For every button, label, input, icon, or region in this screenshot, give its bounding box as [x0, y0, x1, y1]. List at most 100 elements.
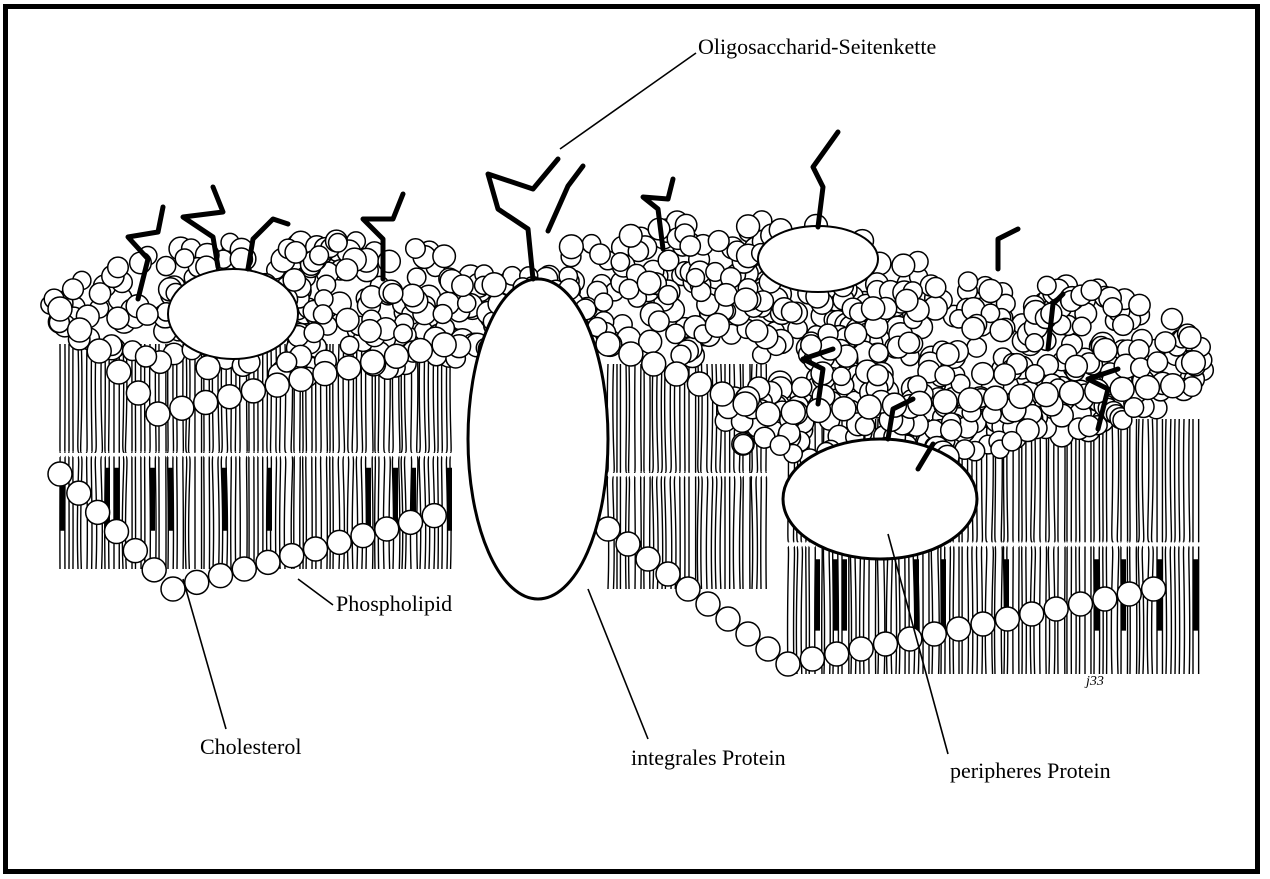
lipid-tail: [617, 364, 621, 472]
phospholipid-head: [619, 342, 643, 366]
phospholipid-head: [336, 259, 358, 281]
phospholipid-head: [289, 367, 313, 391]
phospholipid-head: [285, 242, 306, 263]
phospholipid-head: [327, 530, 351, 554]
lipid-tail: [644, 364, 650, 472]
cholesterol-molecule: [842, 559, 847, 630]
phospholipid-head: [68, 318, 92, 342]
phospholipid-head: [452, 275, 473, 296]
phospholipid-head: [832, 367, 850, 385]
lipid-tail: [1165, 419, 1171, 542]
phospholipid-head: [399, 510, 423, 534]
lipid-tail: [1111, 547, 1118, 675]
phospholipid-head: [594, 293, 612, 311]
phospholipid-head: [908, 391, 932, 415]
phospholipid-head: [87, 339, 111, 363]
lipid-tail: [1130, 419, 1137, 542]
lipid-tail: [626, 364, 630, 472]
phospholipid-head: [1161, 374, 1185, 398]
phospholipid-head: [1060, 381, 1084, 405]
lipid-tail: [689, 477, 696, 590]
phospholipid-head: [336, 308, 359, 331]
phospholipid-head: [733, 435, 753, 455]
phospholipid-head: [107, 360, 131, 384]
phospholipid-head: [922, 622, 946, 646]
lipid-tail: [950, 547, 954, 675]
phospholipid-head: [995, 607, 1019, 631]
phospholipid-head: [1093, 587, 1117, 611]
integral-protein-center: [468, 279, 608, 599]
lipid-tail: [959, 547, 962, 675]
artist-signature: j33: [1086, 674, 1104, 690]
phospholipid-head: [1135, 376, 1159, 400]
phospholipid-head: [637, 271, 661, 295]
lipid-tail: [159, 457, 166, 570]
oligosaccharide-chain: [548, 166, 583, 231]
cholesterol-molecule: [222, 468, 227, 531]
phospholipid-head: [967, 338, 986, 357]
lipid-tail: [185, 457, 190, 570]
phospholipid-head: [935, 365, 955, 385]
phospholipid-head: [874, 632, 898, 656]
phospholipid-head: [990, 319, 1012, 341]
lipid-tail: [212, 457, 219, 570]
cholesterol-molecule: [833, 559, 838, 630]
lipid-tail: [733, 477, 741, 590]
label-phospholipid: Phospholipid: [336, 593, 452, 615]
lipid-tail: [706, 477, 712, 590]
phospholipid-head: [800, 647, 824, 671]
lipid-tail: [661, 364, 666, 472]
phospholipid-head: [937, 343, 959, 365]
phospholipid-head: [1038, 276, 1057, 295]
phospholipid-head: [458, 294, 476, 312]
phospholipid-head: [941, 420, 962, 441]
phospholipid-head: [123, 539, 147, 563]
phospholipid-head: [105, 520, 129, 544]
cholesterol-molecule: [267, 468, 272, 531]
phospholipid-head: [358, 320, 381, 343]
phospholipid-head: [146, 402, 170, 426]
lipid-tail: [231, 457, 236, 570]
phospholipid-head: [126, 381, 150, 405]
phospholipid-head: [142, 558, 166, 582]
phospholipid-head: [185, 570, 209, 594]
cholesterol-molecule: [1193, 559, 1198, 630]
lipid-tail: [204, 457, 210, 570]
phospholipid-head: [313, 362, 337, 386]
lipid-tail: [1193, 419, 1199, 542]
phospholipid-head: [776, 652, 800, 676]
lipid-tail: [1148, 419, 1153, 542]
cholesterol-molecule: [366, 468, 371, 531]
lipid-tail: [743, 477, 750, 590]
phospholipid-head: [862, 297, 885, 320]
integral-protein-left: [168, 269, 298, 359]
phospholipid-head: [994, 364, 1015, 385]
phospholipid-head: [340, 336, 358, 354]
oligosaccharide-chain: [813, 132, 838, 227]
phospholipid-head: [361, 350, 385, 374]
lipid-tail: [1174, 419, 1179, 542]
phospholipid-head: [656, 562, 680, 586]
phospholipid-head: [659, 286, 678, 305]
phospholipid-head: [256, 550, 280, 574]
phospholipid-head: [933, 390, 957, 414]
phospholipid-head: [310, 246, 329, 265]
lipid-tail: [931, 547, 939, 675]
phospholipid-head: [869, 343, 888, 362]
phospholipid-head: [710, 382, 734, 406]
phospholipid-head: [196, 356, 220, 380]
phospholipid-head: [280, 544, 304, 568]
phospholipid-head: [590, 244, 610, 264]
phospholipid-head: [107, 307, 129, 329]
phospholipid-head: [845, 323, 867, 345]
phospholipid-head: [1155, 332, 1176, 353]
phospholipid-head: [1072, 317, 1090, 335]
phospholipid-head: [384, 344, 408, 368]
phospholipid-head: [337, 356, 361, 380]
phospholipid-head: [716, 607, 740, 631]
label-integral-protein: integrales Protein: [631, 747, 786, 769]
integral-protein-right: [758, 226, 878, 292]
cholesterol-molecule: [150, 468, 155, 531]
phospholipid-head: [48, 462, 72, 486]
phospholipid-head: [947, 617, 971, 641]
